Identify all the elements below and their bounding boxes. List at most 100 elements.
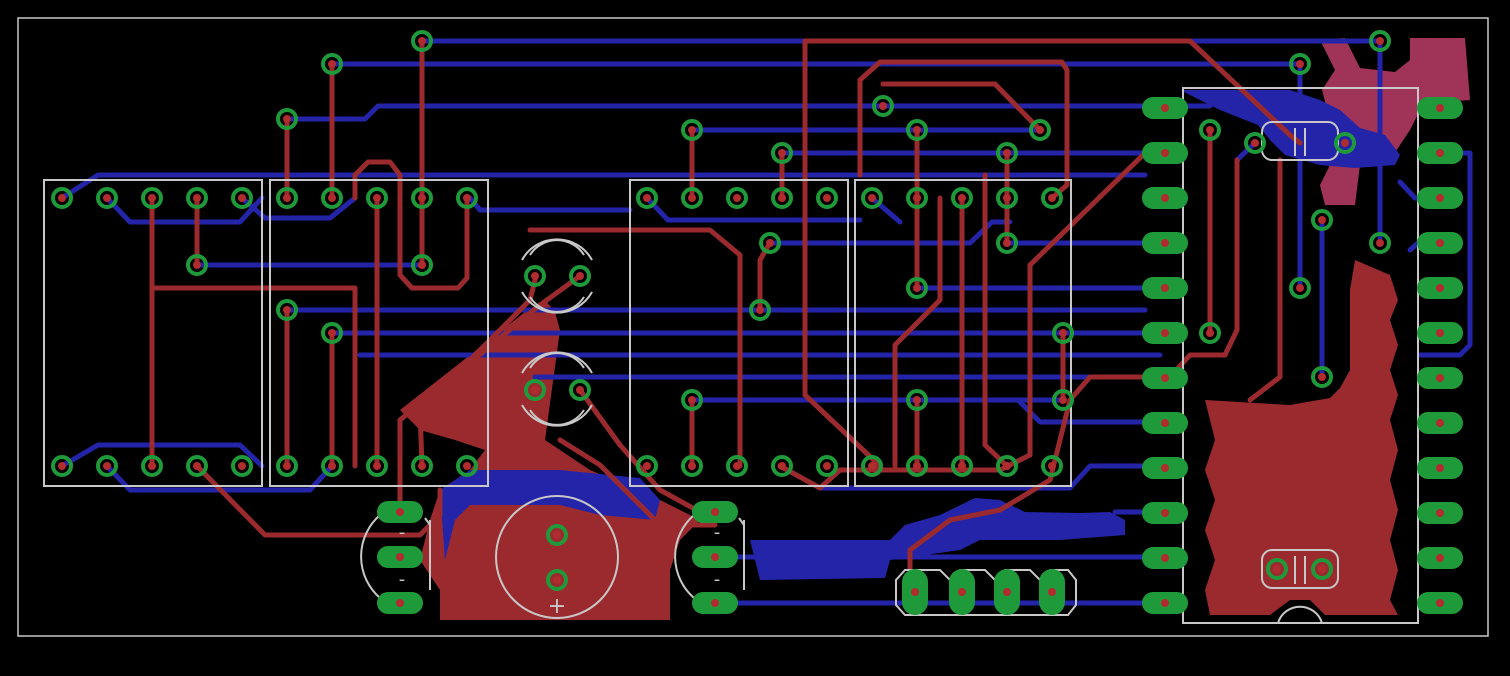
transistor-q2-outline [674,514,745,599]
pad-drill [1161,194,1169,202]
via-pad [276,108,298,130]
ic-u1-outline [43,179,263,487]
pad-drill [1251,139,1259,147]
ground-pour-right [1205,260,1398,615]
via-pad [996,232,1018,254]
ic-pin-pad [681,455,703,477]
via-pad [1369,30,1391,52]
pad-drill [148,462,156,470]
ic-pin-pad [726,455,748,477]
pad-drill [463,194,471,202]
pad-drill [283,306,291,314]
pad-drill [1048,462,1056,470]
pad-drill [328,329,336,337]
ic-pin-pad [861,455,883,477]
via-pad [276,299,298,321]
via-pad [1052,389,1074,411]
via-pad [872,95,894,117]
bottom-pour-center [750,498,1125,580]
pad-drill [1341,139,1349,147]
pad-drill [103,194,111,202]
pad-drill [1436,419,1444,427]
via-pad [1199,119,1221,141]
pad-drill [733,194,741,202]
pad-drill [1059,396,1067,404]
pad-drill [531,386,539,394]
pad-drill [913,194,921,202]
via-pad [749,299,771,321]
pad-drill [1048,194,1056,202]
led-minus-3: - [714,522,721,543]
ic-pin-pad [96,455,118,477]
ic-pin-pad [456,455,478,477]
via-pad [681,119,703,141]
pad-drill [103,462,111,470]
ic-pin-pad [366,455,388,477]
ic-pin-pad [456,187,478,209]
pad-drill [711,508,719,516]
pad-drill [283,194,291,202]
pad-drill [1161,554,1169,562]
pad-drill [756,306,764,314]
ic-pin-pad [636,455,658,477]
pad-drill [868,462,876,470]
capacitor-pad [569,379,591,401]
pad-drill [1436,149,1444,157]
pad-drill [1003,462,1011,470]
ic-pin-pad [906,455,928,477]
pad-drill [418,194,426,202]
via-pad [1029,119,1051,141]
pad-drill [688,462,696,470]
ic-pin-pad [771,455,793,477]
pad-drill [1436,464,1444,472]
via-pad [1334,132,1356,154]
pad-drill [148,194,156,202]
pad-drill [1161,599,1169,607]
ic-pin-pad [996,187,1018,209]
pad-drill [1436,329,1444,337]
pad-drill [1376,37,1384,45]
pad-drill [1161,374,1169,382]
electrolytic-capacitor-outline [495,495,619,619]
pad-drill [1318,565,1326,573]
led-minus-1: - [399,522,406,543]
pad-drill [1003,239,1011,247]
pad-drill [1273,565,1281,573]
pad-drill [911,588,919,596]
pad-drill [778,462,786,470]
pad-drill [879,102,887,110]
pad-drill [576,272,584,280]
pad-drill [531,272,539,280]
ic-pin-pad [726,187,748,209]
pad-drill [688,194,696,202]
ic-pin-pad [186,187,208,209]
pad-drill [1161,329,1169,337]
pad-drill [766,239,774,247]
ic-pin-pad [51,187,73,209]
ic-pin-pad [276,455,298,477]
ic-pin-pad [411,455,433,477]
via-pad [1369,232,1391,254]
via-pad [411,254,433,276]
pad-drill [643,194,651,202]
pad-drill [643,462,651,470]
via-pad [759,232,781,254]
pad-drill [1059,329,1067,337]
ground-pour-center [400,300,700,620]
pad-drill [1003,588,1011,596]
pad-drill [396,508,404,516]
pad-drill [463,462,471,470]
ic-pin-pad [231,187,253,209]
pad-drill [328,194,336,202]
pad-drill [711,599,719,607]
ic-pin-pad [681,187,703,209]
bottom-pour-left [440,470,660,560]
pad-drill [1161,149,1169,157]
pad-drill [1206,126,1214,134]
pad-drill [688,396,696,404]
pad-drill [193,261,201,269]
ic-u2-outline [269,179,489,487]
copper-pours [400,38,1470,620]
ic-pin-pad [411,187,433,209]
pad-drill [1206,329,1214,337]
